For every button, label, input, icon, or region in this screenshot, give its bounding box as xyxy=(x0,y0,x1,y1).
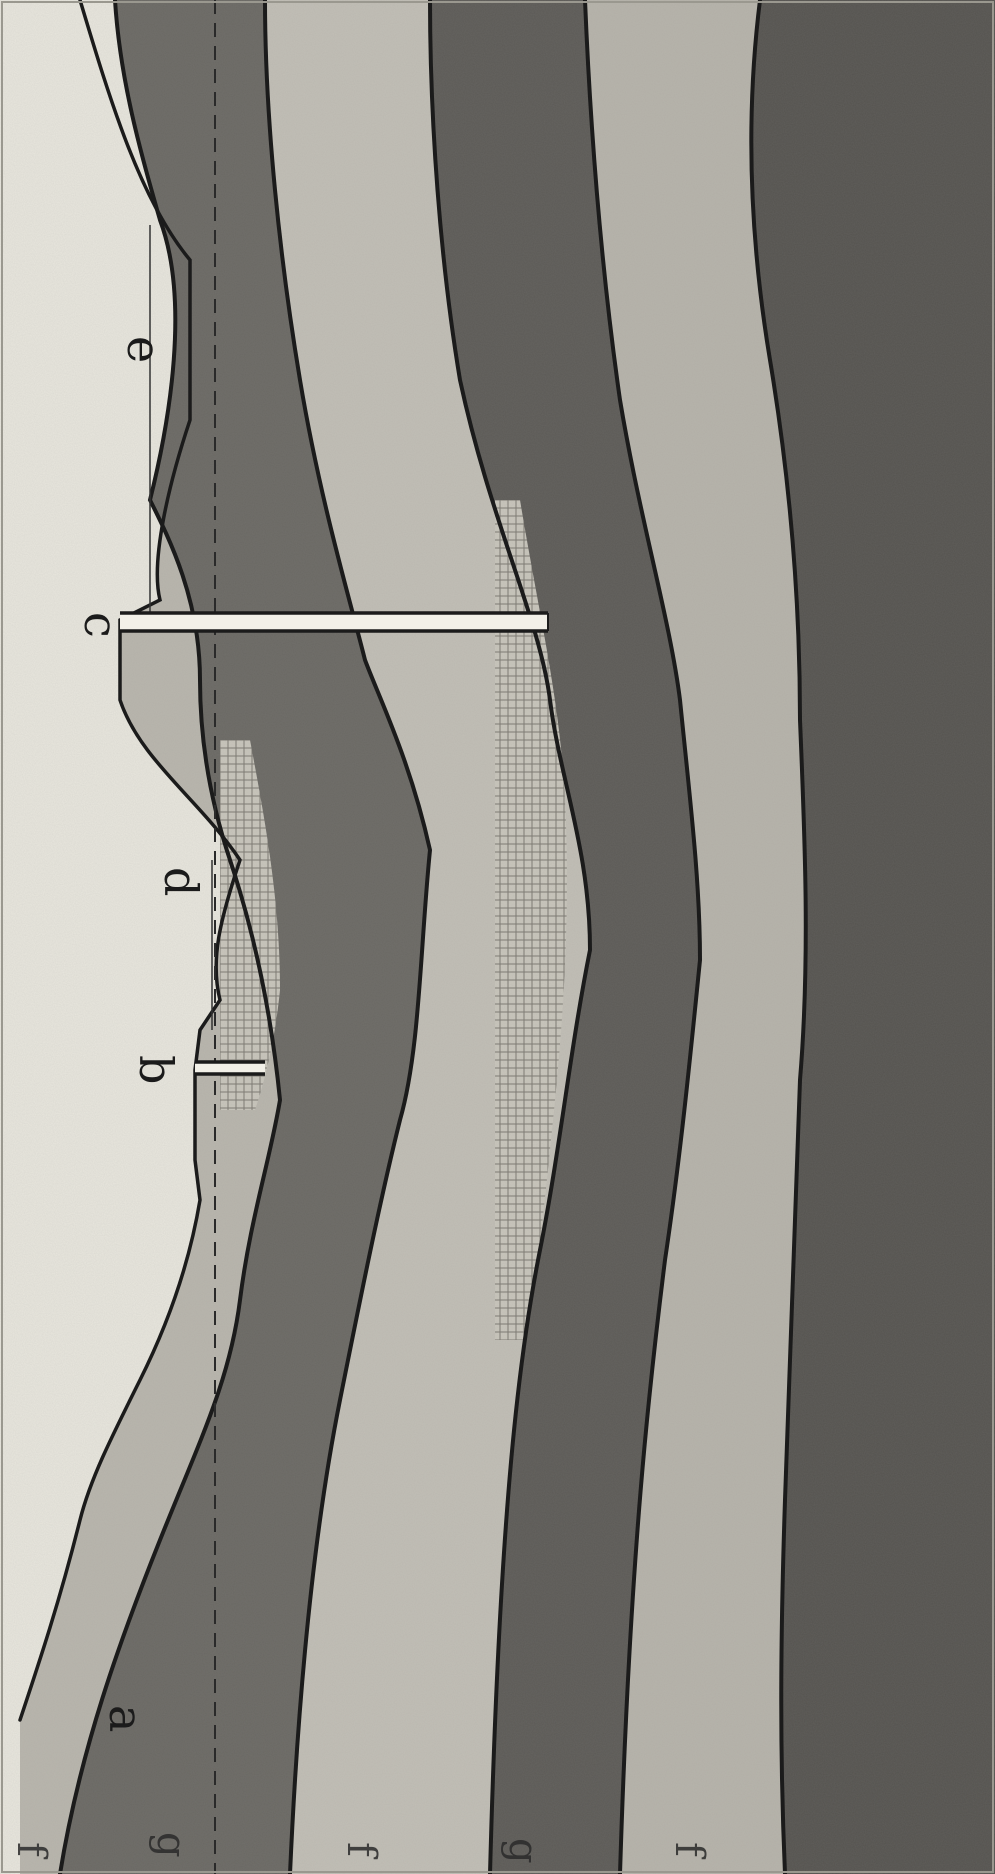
layer-label-g: g xyxy=(148,1832,194,1858)
label-d: d xyxy=(154,867,208,896)
label-c: c xyxy=(74,612,128,638)
label-b: b xyxy=(129,1055,183,1084)
layer-label-g-lower: g xyxy=(500,1838,546,1864)
well-c xyxy=(120,613,548,631)
label-a: a xyxy=(99,1705,153,1732)
label-e: e xyxy=(117,336,171,363)
well-b xyxy=(195,1062,265,1074)
